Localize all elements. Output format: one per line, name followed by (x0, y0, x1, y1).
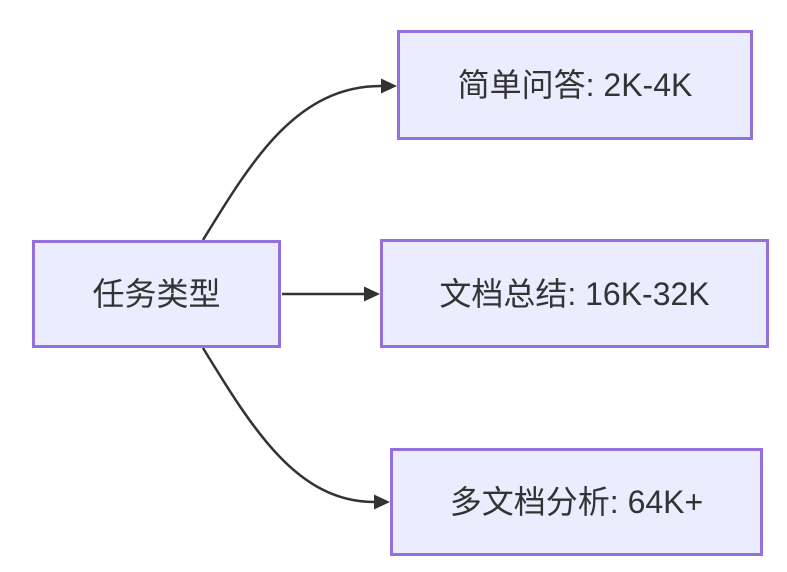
edge-root-to-doc-summary (282, 286, 380, 302)
node-task-type-label: 任务类型 (92, 276, 221, 312)
node-multi-doc-label: 多文档分析: 64K+ (449, 484, 704, 520)
edge-root-to-simple-qa (201, 78, 397, 241)
edge-line (201, 84, 382, 241)
node-doc-summary-label: 文档总结: 16K-32K (439, 275, 710, 312)
edge-line (201, 347, 375, 504)
edge-root-to-multi-doc (201, 347, 390, 510)
node-simple-qa: 简单问答: 2K-4K (397, 30, 753, 140)
node-doc-summary: 文档总结: 16K-32K (380, 239, 769, 348)
arrowhead-icon (364, 286, 380, 302)
arrowhead-icon (381, 78, 397, 94)
node-multi-doc: 多文档分析: 64K+ (390, 448, 763, 556)
node-task-type: 任务类型 (32, 240, 281, 348)
node-simple-qa-label: 简单问答: 2K-4K (457, 67, 693, 103)
arrowhead-icon (374, 494, 390, 510)
